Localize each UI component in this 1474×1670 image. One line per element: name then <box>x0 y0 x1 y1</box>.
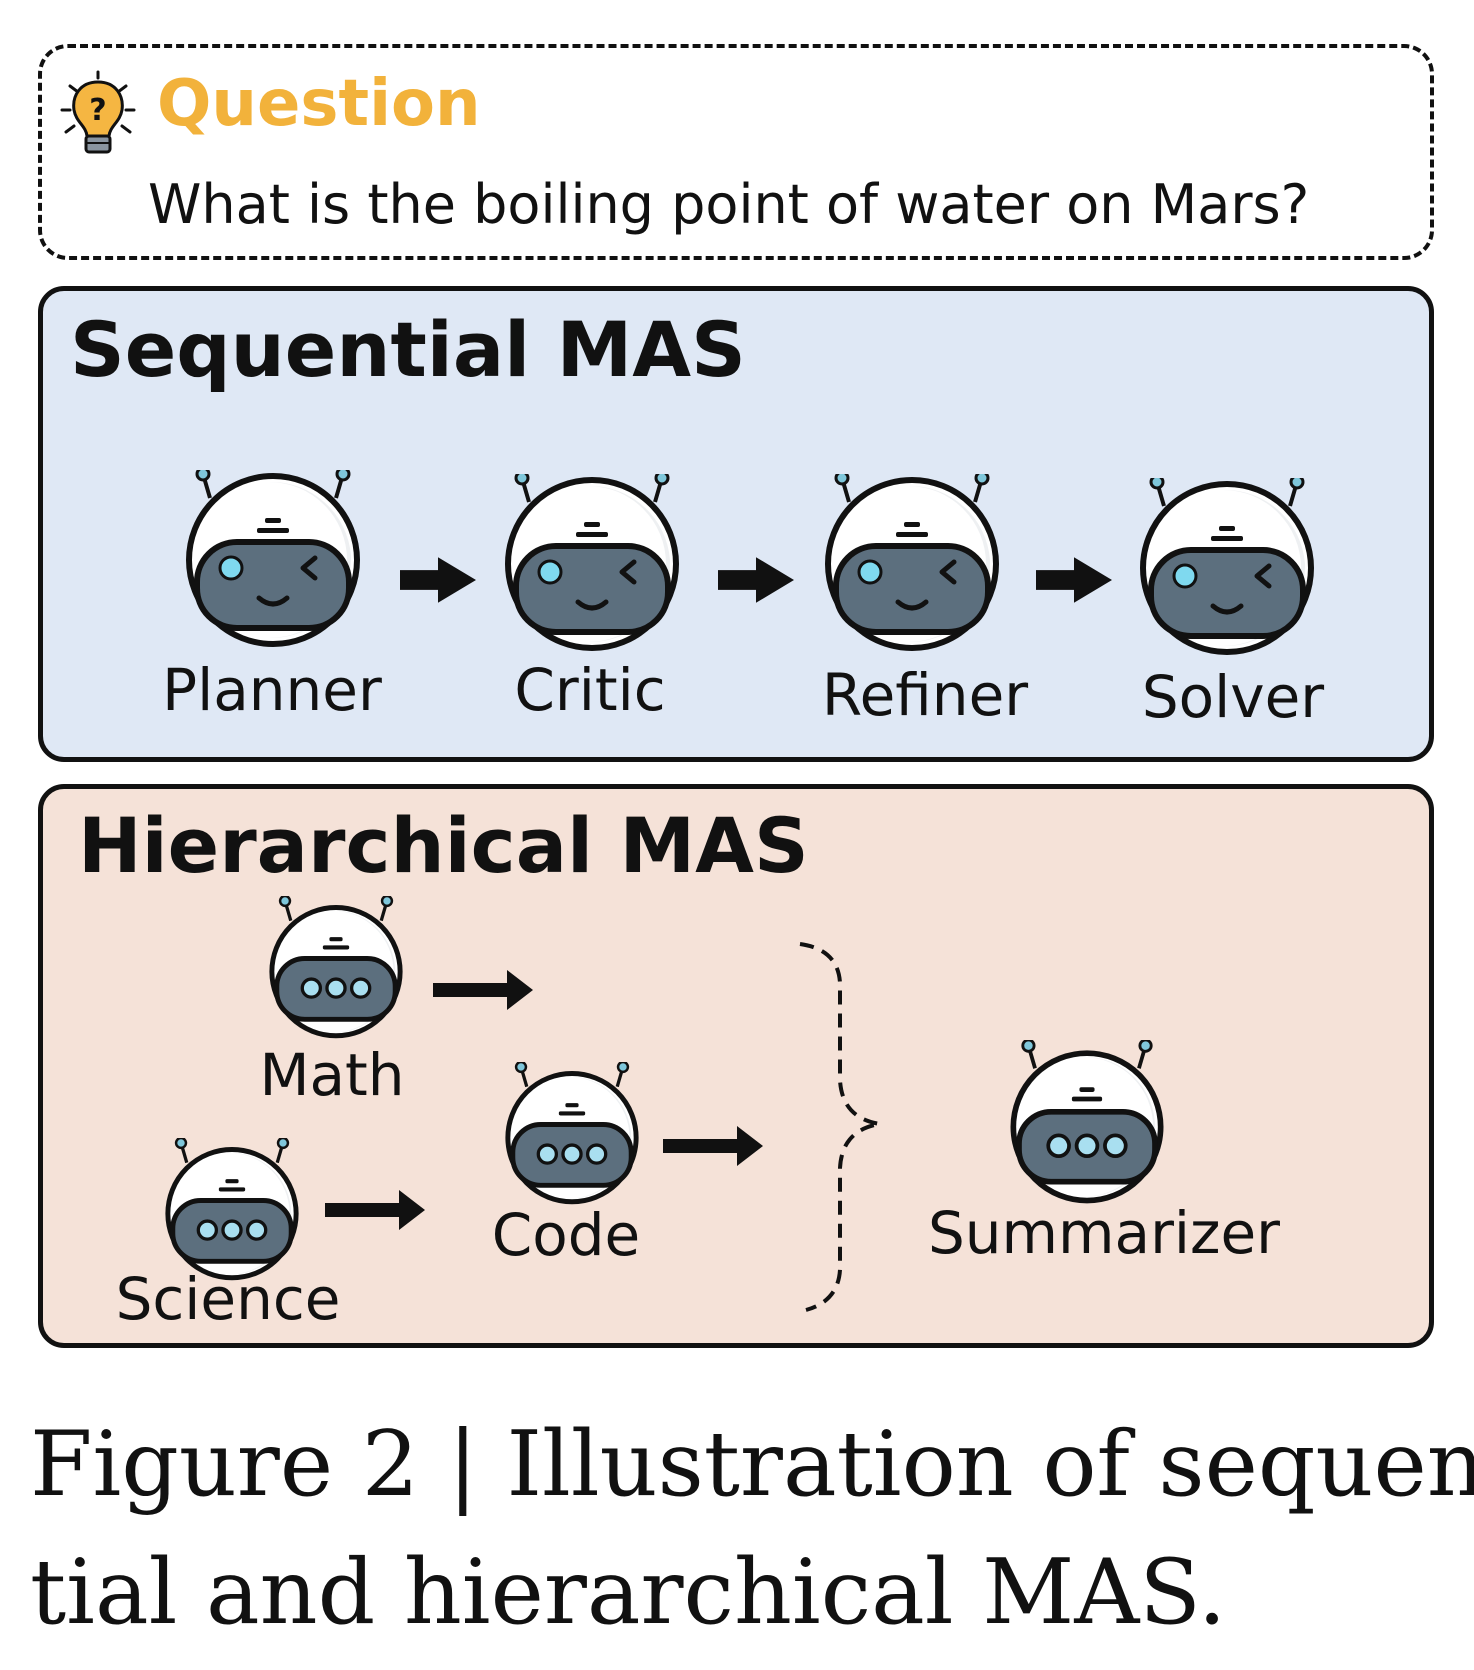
arrow-math-icon <box>433 970 533 1010</box>
agent-label-math: Math <box>259 1041 405 1109</box>
merge-brace <box>799 942 881 1312</box>
summarizer-robot-icon <box>1013 1040 1160 1201</box>
agent-label-science: Science <box>115 1265 341 1333</box>
hierarchical-mas-title: Hierarchical MAS <box>78 801 809 890</box>
figure-caption-line-1: Figure 2 | Illustration of sequen- <box>30 1412 1474 1517</box>
agent-label-summarizer: Summarizer <box>927 1199 1281 1267</box>
code-robot-icon <box>508 1062 636 1202</box>
figure-caption-line-2: tial and hierarchical MAS. <box>30 1540 1227 1645</box>
agent-label-refiner: Refiner <box>821 661 1029 729</box>
sequential-mas-title: Sequential MAS <box>70 305 746 394</box>
arrow-code-icon <box>663 1126 763 1166</box>
question-title: Question <box>157 67 481 141</box>
agent-label-code: Code <box>491 1201 641 1269</box>
agent-label-critic: Critic <box>514 656 666 724</box>
lightbulb-question-icon: ? <box>60 70 136 154</box>
question-box <box>38 44 1434 260</box>
agent-label-solver: Solver <box>1141 663 1325 731</box>
agent-label-planner: Planner <box>162 656 382 724</box>
arrow-science-icon <box>325 1190 425 1230</box>
svg-text:?: ? <box>89 93 106 128</box>
science-robot-icon <box>168 1138 296 1278</box>
math-robot-icon <box>272 896 400 1036</box>
question-text: What is the boiling point of water on Ma… <box>148 173 1310 236</box>
